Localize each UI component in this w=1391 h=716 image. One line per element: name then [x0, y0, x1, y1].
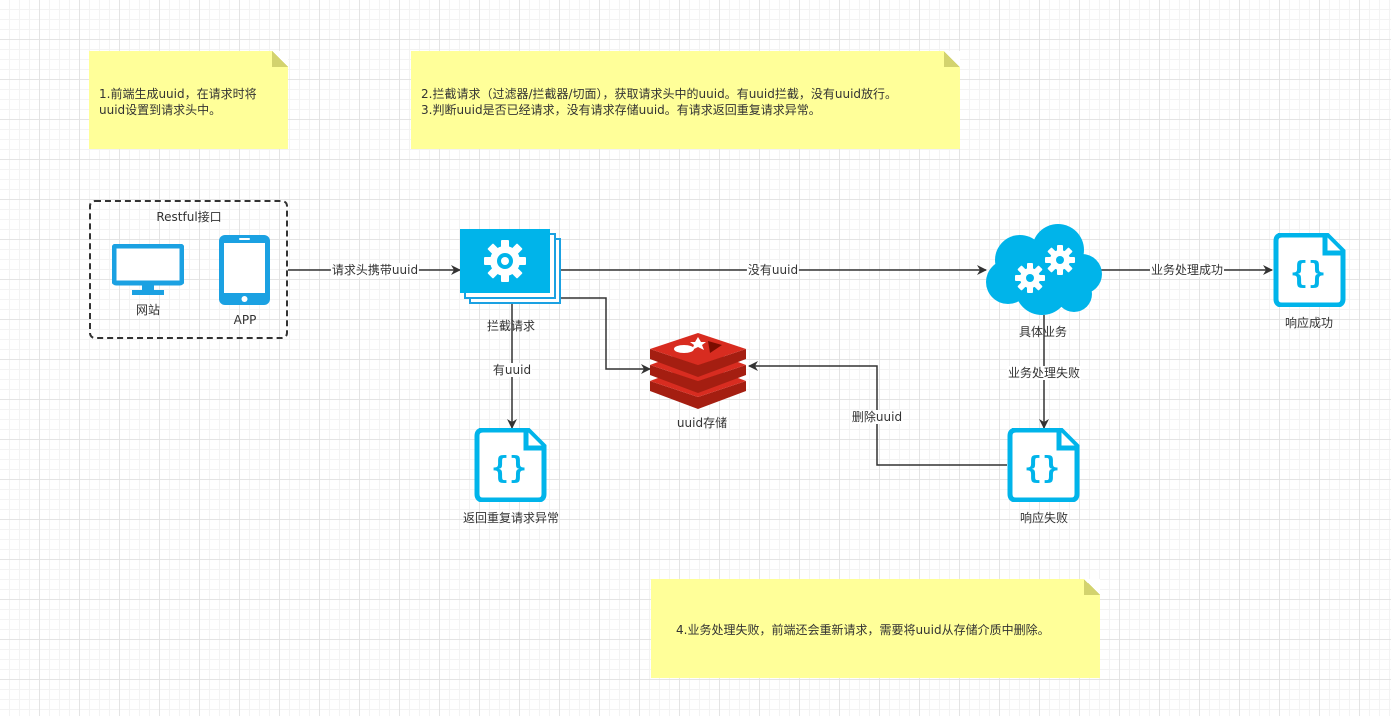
note-line: 4.业务处理失败，前端还会重新请求，需要将uuid从存储介质中删除。 [676, 623, 1050, 637]
json-file-icon-failure: {} [1007, 428, 1080, 502]
intercept-label: 拦截请求 [486, 319, 536, 333]
note-generate-uuid: 1.前端生成uuid，在请求时将 uuid设置到请求头中。 [89, 51, 288, 149]
success-label: 响应成功 [1284, 316, 1334, 330]
note-delete-on-failure: 4.业务处理失败，前端还会重新请求，需要将uuid从存储介质中删除。 [651, 579, 1100, 678]
redis-storage-icon [650, 333, 746, 409]
edge-label-no-uuid: 没有uuid [746, 263, 800, 277]
note-line: 1.前端生成uuid，在请求时将 [99, 87, 257, 101]
json-file-icon-duplicate: {} [474, 428, 547, 502]
edge-label-biz-fail: 业务处理失败 [1006, 366, 1082, 380]
cloud-gears-icon [986, 224, 1102, 315]
json-file-icon-success: {} [1273, 233, 1346, 307]
monitor-icon [112, 244, 184, 295]
svg-text:{}: {} [491, 451, 527, 486]
edge-label-biz-success: 业务处理成功 [1149, 263, 1225, 277]
edge-store-uuid [560, 297, 651, 374]
edge-label-delete-uuid: 删除uuid [850, 410, 904, 424]
svg-text:{}: {} [1290, 256, 1326, 291]
failure-label: 响应失败 [1019, 511, 1069, 525]
business-label: 具体业务 [1018, 325, 1068, 339]
edge-label-has-uuid: 有uuid [491, 363, 533, 377]
app-label: APP [233, 313, 257, 327]
note-line: 3.判断uuid是否已经请求，没有请求存储uuid。有请求返回重复请求异常。 [421, 103, 821, 117]
mobile-phone-icon [219, 235, 270, 305]
restful-title: Restful接口 [156, 210, 222, 224]
website-label: 网站 [135, 303, 161, 317]
intercept-gear-icon [460, 229, 561, 304]
note-intercept-steps: 2.拦截请求（过滤器/拦截器/切面），获取请求头中的uuid。有uuid拦截，没… [411, 51, 960, 149]
edge-label-request-header: 请求头携带uuid [330, 263, 420, 277]
note-line: 2.拦截请求（过滤器/拦截器/切面），获取请求头中的uuid。有uuid拦截，没… [421, 87, 898, 101]
duplicate-label: 返回重复请求异常 [462, 511, 560, 525]
restful-client-group [89, 200, 288, 339]
note-line: uuid设置到请求头中。 [99, 103, 222, 117]
svg-text:{}: {} [1024, 451, 1060, 486]
storage-label: uuid存储 [676, 416, 728, 430]
